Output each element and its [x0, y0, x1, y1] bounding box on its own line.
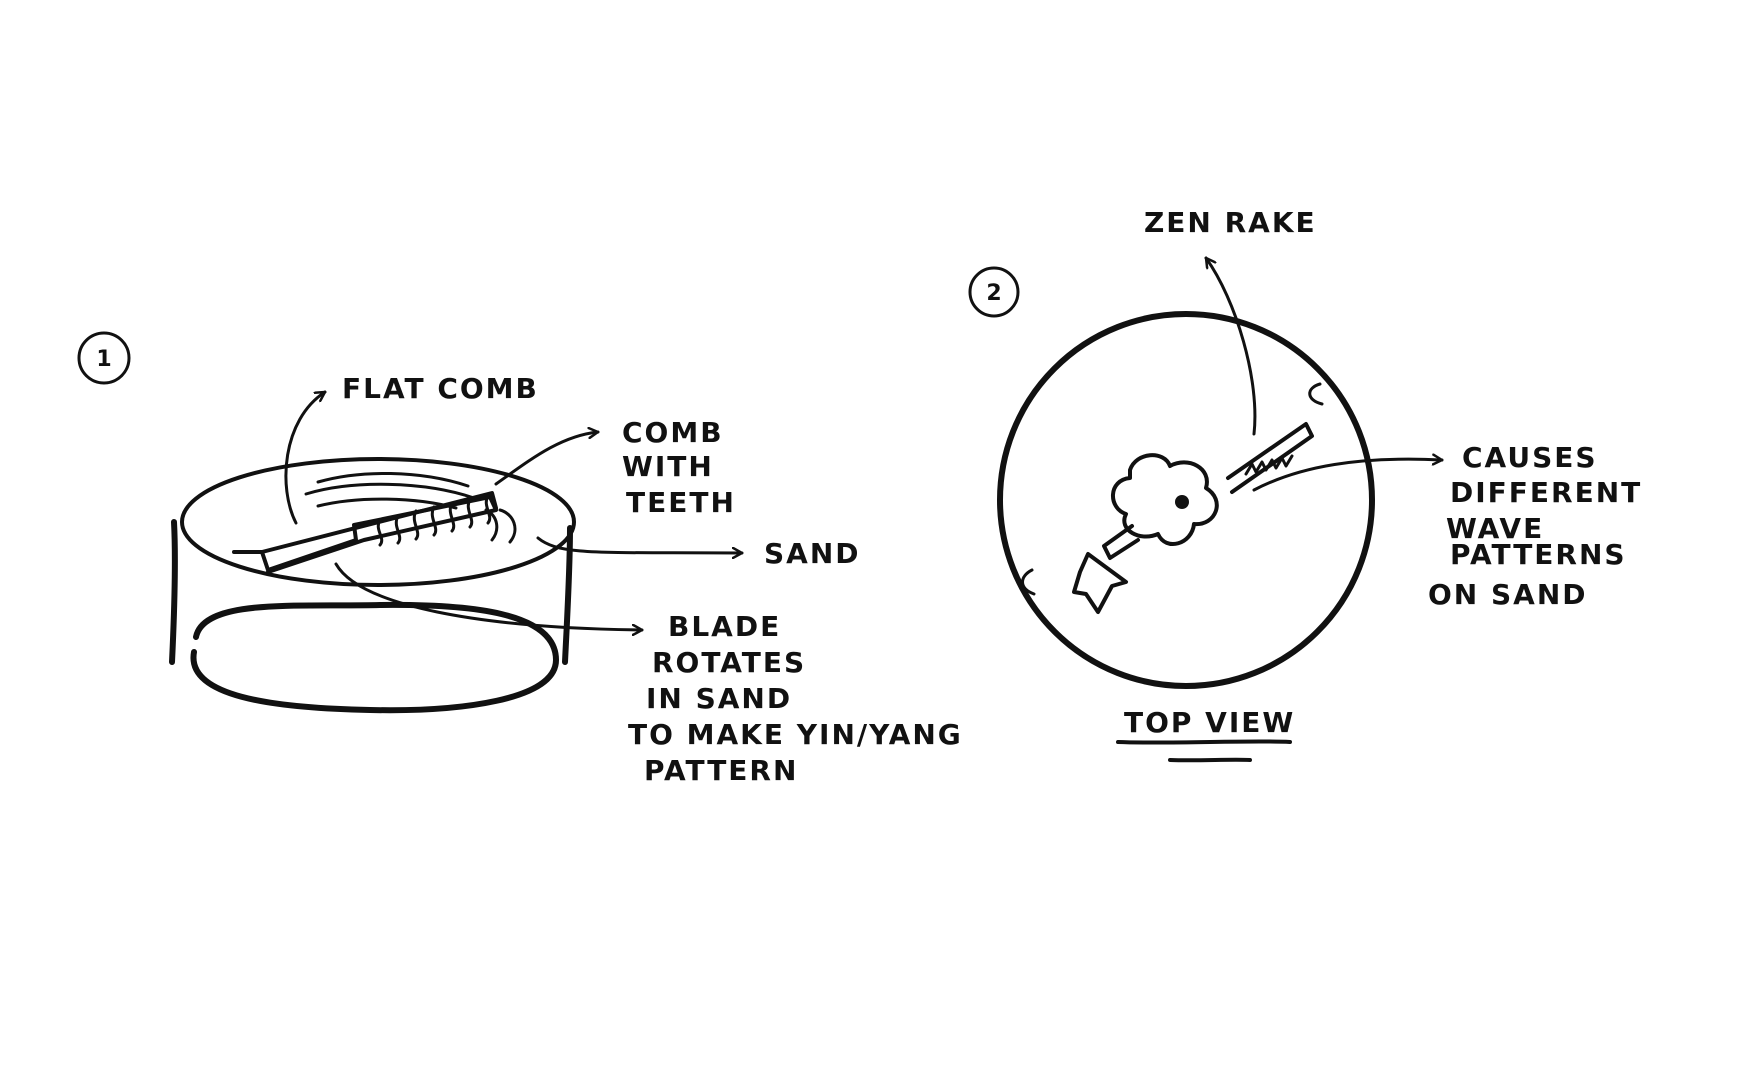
figure-1: 1	[79, 333, 963, 787]
label-causes-line-4: PATTERNS	[1450, 538, 1627, 571]
figure-2: 2 ZEN RAKE CAUSES DIFFERENT WAVE PATTERN…	[970, 206, 1642, 760]
flat-comb-blade	[234, 493, 496, 572]
label-causes-line-1: CAUSES	[1462, 441, 1598, 474]
label-sand: SAND	[764, 537, 861, 570]
label-comb-line-1: COMB	[622, 416, 724, 449]
figure-2-number: 2	[986, 281, 1001, 306]
figure-2-number-badge: 2	[970, 268, 1018, 316]
zen-rake	[1074, 424, 1312, 612]
label-blade-line-4: TO MAKE YIN/YANG	[628, 718, 963, 751]
zen-rake-arrow	[1206, 258, 1255, 434]
label-top-view: TOP VIEW	[1124, 706, 1295, 739]
rake-arrow-tip	[1074, 554, 1126, 612]
figure-1-number: 1	[96, 347, 111, 372]
flat-comb-arrow	[286, 392, 325, 523]
label-comb-line-3: TEETH	[626, 486, 736, 519]
label-zen-rake: ZEN RAKE	[1144, 206, 1317, 239]
top-view-underline-2	[1170, 760, 1250, 761]
rim-notch-right	[1310, 384, 1322, 404]
rake-pivot-dot	[1175, 495, 1189, 509]
label-causes-line-2: DIFFERENT	[1450, 476, 1642, 509]
label-blade-line-5: PATTERN	[644, 754, 798, 787]
sand-tray-cylinder	[172, 459, 574, 710]
label-flat-comb: FLAT COMB	[342, 372, 539, 405]
top-view-underline-1	[1118, 741, 1290, 742]
label-blade-line-1: BLADE	[668, 610, 781, 643]
rake-lower-arm	[1104, 526, 1138, 558]
tray-left-wall	[172, 522, 175, 662]
causes-arrow	[1254, 459, 1442, 490]
figure-1-number-badge: 1	[79, 333, 129, 383]
label-blade-line-2: ROTATES	[652, 646, 806, 679]
label-causes-line-5: ON SAND	[1428, 578, 1588, 611]
label-blade-line-3: IN SAND	[646, 682, 792, 715]
label-comb-line-2: WITH	[622, 450, 714, 483]
